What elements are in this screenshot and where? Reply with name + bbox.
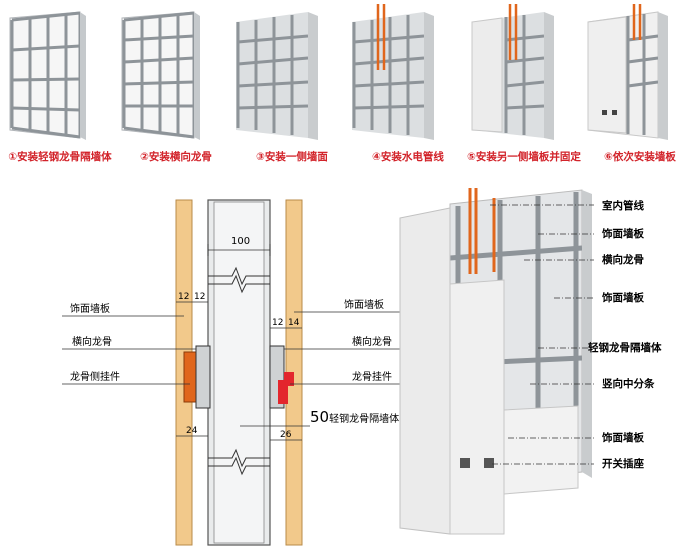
dim-right-b: 14 (288, 318, 300, 328)
step-4: ④安装水电管线 (350, 0, 466, 185)
dim-right-a: 12 (272, 318, 284, 328)
dim-bottom-right: 26 (280, 430, 292, 440)
step-4-pipes-illustration (352, 4, 434, 140)
step-6-finished-illustration (587, 4, 668, 140)
wall-thickness-number: 50 (310, 408, 330, 426)
step-5-caption: ⑤安装另一侧墙板并固定 (467, 151, 581, 163)
left-label-crossbeam: 横向龙骨 (72, 337, 112, 348)
callout-vertical-strip: 竖向中分条 (602, 378, 655, 390)
step-4-caption: ④安装水电管线 (372, 151, 444, 163)
left-label-side-hanger: 龙骨侧挂件 (70, 372, 120, 383)
step-2-frame-illustration (121, 11, 200, 140)
right-label-hanger: 龙骨挂件 (352, 372, 392, 383)
step-5: ⑤安装另一侧墙板并固定 (466, 0, 582, 185)
wall-thickness-label: 50轻钢龙骨隔墙体 (310, 408, 399, 426)
wall-thickness-text: 轻钢龙骨隔墙体 (329, 414, 400, 425)
step-6-caption: ⑥依次安装墙板 (604, 151, 676, 163)
callout-panel-1: 饰面墙板 (602, 228, 644, 240)
step-6: ⑥依次安装墙板 (582, 0, 697, 185)
step-1: ①安装轻钢龙骨隔墙体 (2, 0, 118, 185)
step-3-wall-illustration (236, 12, 318, 140)
wall-3d-drawing (399, 188, 594, 535)
callout-crossbeam: 横向龙骨 (602, 254, 644, 266)
callout-steel-frame-wall: 轻钢龙骨隔墙体 (588, 342, 662, 354)
callout-panel-3: 饰面墙板 (602, 432, 644, 444)
dim-left-a: 12 (178, 292, 190, 302)
callout-panel-2: 饰面墙板 (602, 292, 644, 304)
step-2-caption: ②安装横向龙骨 (140, 151, 212, 163)
dim-100: 100 (231, 236, 251, 247)
right-label-panel: 饰面墙板 (344, 300, 384, 311)
wall-3d-illustration: 室内管线 饰面墙板 横向龙骨 饰面墙板 轻钢龙骨隔墙体 竖向中分条 饰面墙板 开… (398, 188, 697, 547)
callout-switch-socket: 开关插座 (602, 458, 644, 470)
step-2: ②安装横向龙骨 (118, 0, 234, 185)
callout-indoor-pipes: 室内管线 (602, 200, 644, 212)
step-1-frame-illustration (9, 11, 86, 140)
step-5-panel-illustration (471, 4, 554, 140)
left-label-panel: 饰面墙板 (70, 304, 110, 315)
right-label-crossbeam: 横向龙骨 (352, 337, 392, 348)
cross-section-drawing: 100 12 12 12 14 24 26 饰面墙板 横向龙骨 龙骨侧挂件 饰面… (0, 188, 400, 547)
dim-left-b: 12 (194, 292, 206, 302)
dim-bottom-left: 24 (186, 426, 198, 436)
step-3: ③安装一侧墙面 (234, 0, 350, 185)
step-1-caption: ①安装轻钢龙骨隔墙体 (8, 151, 112, 163)
step-3-caption: ③安装一侧墙面 (256, 151, 328, 163)
cross-section-lines (62, 199, 400, 546)
